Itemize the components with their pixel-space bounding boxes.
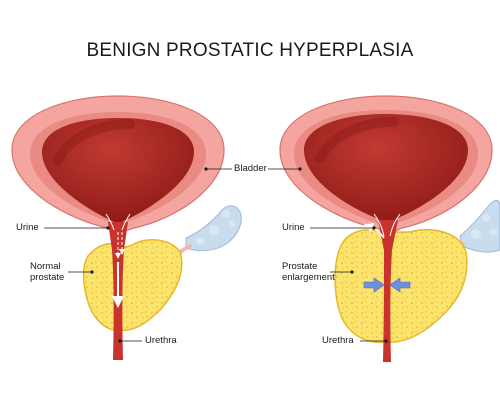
bladder-muscle-right [304,114,468,226]
label-urine-right: Urine [282,222,305,233]
label-urethra-left: Urethra [145,335,177,346]
compression-arrows [363,277,411,293]
seminal-vesicle-right [459,199,500,253]
label-normal-prostate: Normal prostate [30,261,65,283]
normal-anatomy [11,95,242,360]
leader-lines [44,167,388,343]
label-prostate-enlargement: Prostate enlargement [282,261,335,283]
bladder-muscle-left [42,118,194,224]
urine-backflow-arrow-right [363,222,385,239]
label-urethra-right: Urethra [322,335,354,346]
diagram-title: BENIGN PROSTATIC HYPERPLASIA [86,40,414,61]
label-urine-left: Urine [16,222,39,233]
seminal-vesicle-left [185,205,242,252]
enlarged-anatomy [279,95,500,362]
label-bladder: Bladder [234,163,267,174]
urethra-right [378,220,398,362]
